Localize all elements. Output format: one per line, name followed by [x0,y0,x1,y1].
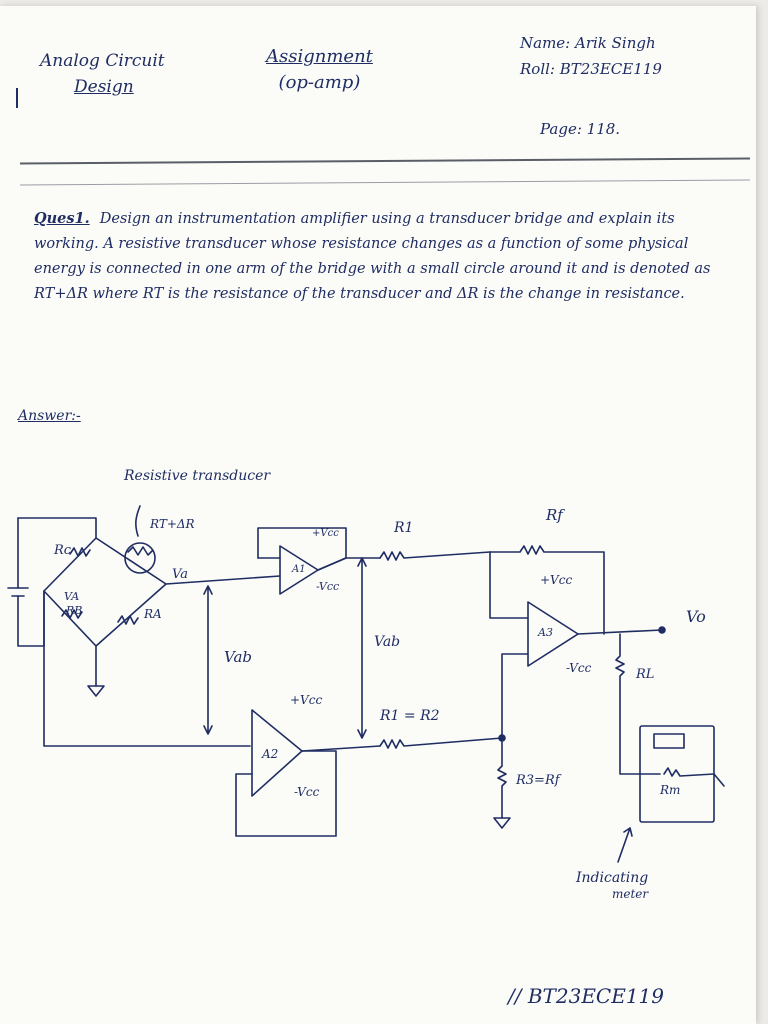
student-info: Name: Arik Singh Roll: BT23ECE119 [520,30,662,82]
meter-dial [653,733,685,749]
a3-triangle [527,601,579,667]
vb-wire [43,590,251,747]
label-ra: RA [143,607,162,621]
op-amp-a2 [235,709,381,837]
label-transducer: Resistive transducer [123,468,271,484]
meter-pointer-arrow [617,827,633,863]
student-name: Name: Arik Singh [520,34,656,52]
label-a2-vcc-neg: -Vcc [294,785,320,799]
question-label: Ques1. [34,210,90,227]
label-meter-line1: Indicating [575,870,648,886]
question-text: Design an instrumentation amplifier usin… [34,211,711,302]
op-amp-a1 [257,527,381,595]
r1-resistor [379,551,491,561]
r2-resistor [379,737,503,749]
rm-resistor [663,767,725,787]
transducer-resistor [127,546,153,556]
course-line-1: Analog Circuit [40,51,165,71]
label-va: Va [172,567,188,582]
label-r3-eq-rf: R3=Rf [515,773,562,788]
student-roll: Roll: BT23ECE119 [520,60,662,78]
label-r1-eq-r2: R1 = R2 [379,708,440,724]
ground-symbol [87,685,105,697]
label-rl: RL [635,667,654,682]
answer-label: Answer:- [18,408,81,424]
rl-resistor [615,633,661,775]
assignment-line-1: Assignment [266,46,373,67]
page-number: Page: 118. [540,120,621,138]
ra-resistor [117,615,139,625]
label-rf: Rf [545,506,565,524]
label-r1: R1 [393,520,413,536]
a2-triangle [251,709,303,797]
label-vab-mid: Vab [374,634,400,650]
label-a3: A3 [537,626,553,639]
circuit-diagram: Resistive transducer RT+ΔR Rc VA RB RA V… [7,468,725,901]
label-rm: Rm [659,783,680,797]
rb-resistor [61,609,83,619]
rf-resistor [489,545,605,635]
question-block: Ques1.Design an instrumentation amplifie… [34,206,724,307]
label-a1-vcc-neg: -Vcc [316,580,339,593]
battery-return-wire [17,590,45,647]
vo-node [658,626,666,634]
label-va-left: VA [64,590,79,603]
a1-output-wire [317,557,381,571]
transducer-circle [124,542,156,574]
bridge-top-wire [17,517,97,539]
label-meter-line2: meter [612,887,649,901]
op-amp-a3 [489,545,666,739]
course-line-2: Design [74,77,134,97]
course-title: Analog Circuit Design [40,48,165,100]
vab-arrow-mid [357,557,367,739]
label-rc: Rc [53,543,72,558]
label-a2: A2 [261,747,278,761]
label-a3-vcc-neg: -Vcc [566,661,592,675]
va-wire [165,575,281,585]
assignment-line-2: (op-amp) [278,72,361,93]
label-rb: RB [65,604,82,617]
label-a1-vcc-pos: +Vcc [312,528,339,539]
wheatstone-bridge [7,505,281,747]
rc-resistor [69,547,91,557]
a3-noninv-wire [501,653,529,739]
a2-feedback [235,750,337,837]
a3-output-wire [577,629,663,635]
assignment-title: Assignment (op-amp) [266,44,373,96]
footer-roll: // BT23ECE119 [508,984,664,1008]
a1-triangle [279,545,319,595]
r3-ground [493,817,511,829]
transducer-arrow [135,505,141,537]
label-vab-left: Vab [224,648,252,666]
notebook-page: Analog Circuit Design Assignment (op-amp… [0,6,756,1024]
vab-arrow-left [203,585,213,735]
a3-inv-wire [489,551,529,619]
label-a2-vcc-pos: +Vcc [290,693,322,707]
margin-mark [16,88,18,108]
a2-output-wire [301,745,381,752]
label-rt-dr: RT+ΔR [149,517,195,531]
battery-symbol [7,587,29,597]
label-vo: Vo [686,607,706,626]
r3-resistor [497,737,507,819]
label-a1: A1 [291,564,306,575]
label-a3-vcc-pos: +Vcc [540,573,572,587]
